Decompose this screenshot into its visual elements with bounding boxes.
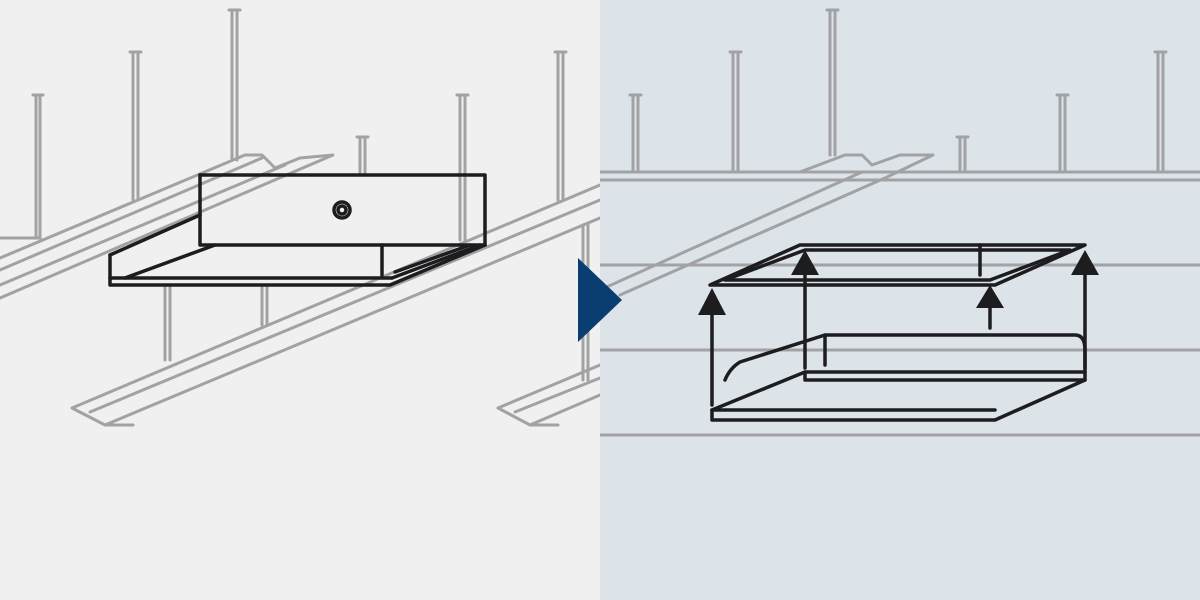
dishwasher-rack <box>600 8 1200 437</box>
up-arrow-icon <box>698 288 726 315</box>
tray-side-wall <box>108 243 487 287</box>
step-2-panel <box>600 0 1200 600</box>
step-2-background <box>600 0 1200 600</box>
tray-hole-inner <box>336 204 348 216</box>
rack-tine <box>628 93 643 172</box>
tray-insert-frame <box>708 243 1087 287</box>
step-1-illustration <box>0 0 600 600</box>
rack-rail <box>600 170 864 292</box>
rack-rail <box>70 183 600 410</box>
insert-frame-inner <box>723 248 1072 282</box>
tray-base-front-wall <box>723 333 827 382</box>
rack-tine <box>31 93 45 240</box>
rack-rail <box>103 216 600 427</box>
play-arrow-icon <box>578 258 622 342</box>
step-1-background <box>0 0 600 600</box>
tray-side-wall <box>108 213 202 257</box>
step-2-illustration <box>600 0 1200 600</box>
tray-edge <box>390 243 482 280</box>
tray-edge <box>393 243 472 274</box>
rack-rail <box>496 363 600 410</box>
rack-tine <box>355 135 370 177</box>
tray-base <box>710 333 1087 422</box>
rack-tine <box>825 8 840 157</box>
rack-tine <box>227 8 242 162</box>
tray-top-face <box>198 173 487 247</box>
up-arrow-icon <box>976 285 1004 308</box>
tray-base-floor <box>710 378 1087 422</box>
rack-tine <box>955 135 970 172</box>
rack-tine <box>163 283 172 362</box>
rack-rail <box>88 198 600 414</box>
rack-tine <box>128 50 143 202</box>
insert-frame-outline <box>708 243 1087 287</box>
tray-hole-icon <box>332 200 352 220</box>
rack-rail <box>513 376 600 414</box>
rack-rail <box>70 406 135 427</box>
cutlery-tray <box>108 173 487 287</box>
step-1-panel <box>0 0 600 600</box>
rack-tine <box>455 93 470 242</box>
rack-tine <box>1153 50 1168 172</box>
dishwasher-rack <box>0 8 600 427</box>
rack-rail <box>0 163 287 287</box>
rack-rail <box>618 176 887 297</box>
up-arrow-icon <box>791 250 819 275</box>
tray-front-wall <box>198 213 487 247</box>
rack-tine <box>553 50 568 202</box>
rack-rail <box>528 393 600 427</box>
rack-tine <box>728 50 743 172</box>
lift-arrowheads <box>698 250 1099 315</box>
tray-base-floor <box>710 370 807 412</box>
tray-floor <box>123 243 217 280</box>
up-arrow-icon <box>1071 250 1099 275</box>
rack-rail <box>496 406 560 427</box>
rack-tine <box>1055 93 1070 172</box>
rack-rail <box>798 153 935 180</box>
rack-tine <box>260 283 269 327</box>
